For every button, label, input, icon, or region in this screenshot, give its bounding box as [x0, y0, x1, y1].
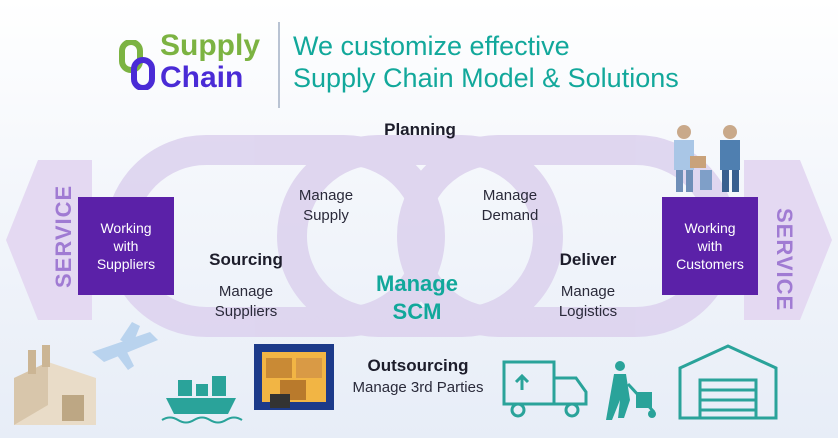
service-arrow-left — [6, 160, 92, 320]
box-right-line-1: Working — [684, 220, 736, 236]
service-label-right: SERVICE — [772, 208, 797, 312]
manage-scm-line-2: SCM — [392, 299, 442, 324]
working-with-suppliers-box: Working with Suppliers — [78, 197, 174, 295]
manage-scm-label: Manage SCM — [352, 270, 482, 326]
header-divider — [278, 22, 280, 108]
logo-word-supply: Supply — [160, 29, 261, 62]
manage-logistics-line-1: Manage — [560, 283, 616, 300]
manage-scm-line-1: Manage — [376, 271, 458, 296]
customer-handover-icon — [674, 125, 740, 192]
manage-logistics-line-2: Logistics — [558, 303, 618, 320]
box-right-line-2: with — [697, 238, 723, 254]
chain-link-logo-icon — [119, 40, 155, 90]
manage-supply-line-1: Manage — [298, 187, 354, 204]
factory-icon — [14, 345, 96, 425]
box-left-line-1: Working — [100, 220, 152, 236]
manage-suppliers-label: Manage Suppliers — [196, 282, 296, 322]
headline-line-2: Supply Chain Model & Solutions — [293, 63, 679, 93]
outsourcing-label: Outsourcing — [367, 356, 469, 375]
manage-suppliers-line-2: Suppliers — [214, 303, 278, 320]
manage-supply-label: Manage Supply — [276, 186, 376, 226]
shipping-container-icon — [254, 344, 334, 410]
headline-line-1: We customize effective — [293, 31, 570, 61]
warehouse-icon — [678, 344, 778, 420]
manage-demand-label: Manage Demand — [458, 186, 562, 226]
box-right-line-3: Customers — [676, 256, 744, 272]
working-with-customers-box: Working with Customers — [662, 197, 758, 295]
logo-word-chain: Chain — [160, 61, 244, 94]
deliver-label: Deliver — [559, 250, 617, 269]
manage-3rd-parties-label: Manage 3rd Parties — [352, 379, 484, 396]
box-left-line-2: with — [113, 238, 139, 254]
manage-logistics-label: Manage Logistics — [538, 282, 638, 322]
chain-loop-2 — [277, 135, 563, 337]
delivery-truck-icon — [502, 360, 588, 418]
sourcing-label: Sourcing — [209, 250, 283, 269]
airplane-icon — [92, 322, 158, 370]
manage-suppliers-line-1: Manage — [218, 283, 274, 300]
cargo-ship-icon — [161, 376, 243, 424]
service-label-left: SERVICE — [51, 184, 76, 288]
manage-demand-line-2: Demand — [481, 207, 539, 224]
manage-demand-line-1: Manage — [482, 187, 538, 204]
box-left-line-3: Suppliers — [96, 256, 156, 272]
service-arrow-right — [744, 160, 832, 320]
hand-truck-worker-icon — [606, 361, 656, 420]
manage-supply-line-2: Supply — [303, 207, 349, 224]
planning-label: Planning — [384, 120, 456, 139]
